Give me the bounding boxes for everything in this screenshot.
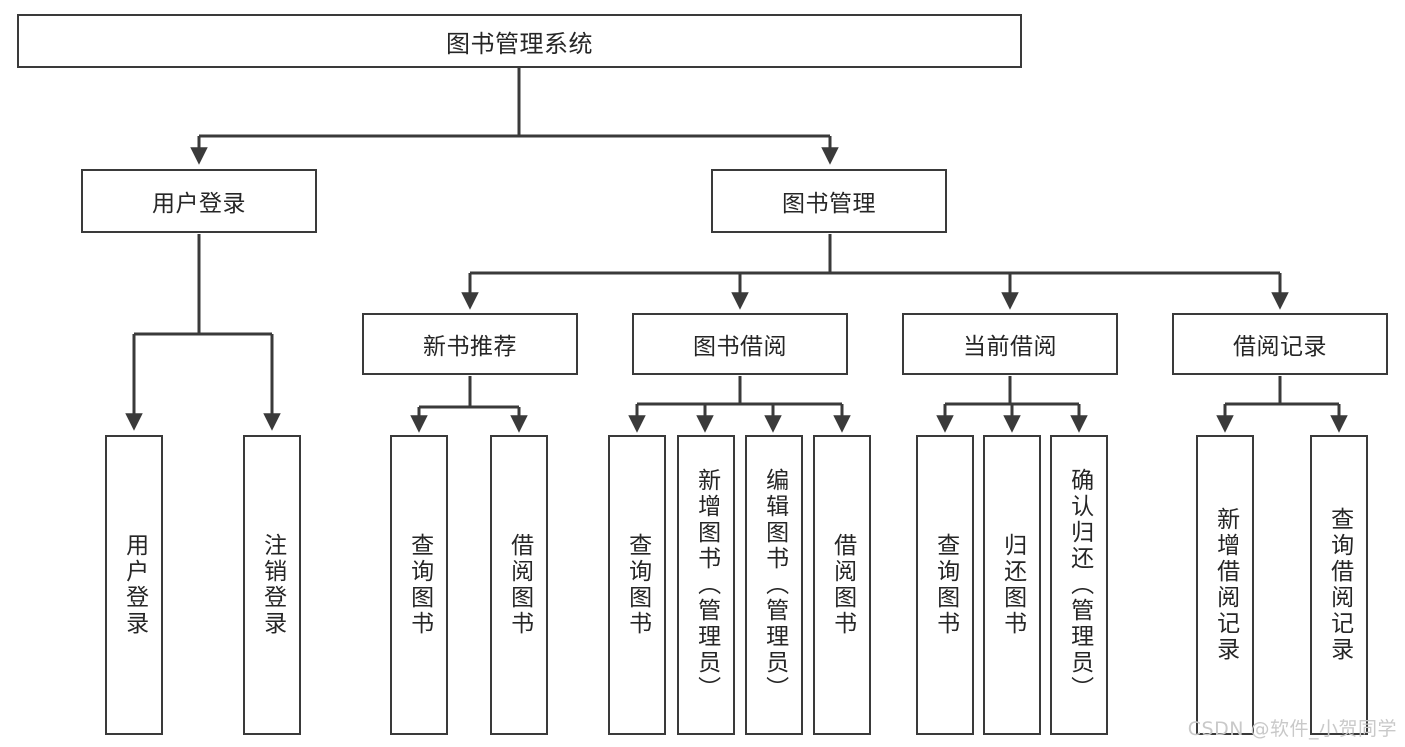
leaf-book-borrow-2-label: 新增图书（管理员） bbox=[693, 468, 720, 702]
leaf-user-login-2-label: 注销登录 bbox=[259, 533, 286, 637]
node-borrow-record-label: 借阅记录 bbox=[1233, 334, 1327, 360]
leaf-user-login-1[interactable]: 用户登录 bbox=[105, 435, 163, 735]
leaf-user-login-2[interactable]: 注销登录 bbox=[243, 435, 301, 735]
leaf-current-borrow-2-label: 归还图书 bbox=[999, 533, 1026, 637]
leaf-new-book-2[interactable]: 借阅图书 bbox=[490, 435, 548, 735]
leaf-current-borrow-3-label: 确认归还（管理员） bbox=[1066, 468, 1093, 702]
leaf-book-borrow-3-label: 编辑图书（管理员） bbox=[761, 468, 788, 702]
leaf-current-borrow-1-label: 查询图书 bbox=[932, 533, 959, 637]
node-root[interactable]: 图书管理系统 bbox=[17, 14, 1022, 68]
node-book-management[interactable]: 图书管理 bbox=[711, 169, 947, 233]
node-book-borrow[interactable]: 图书借阅 bbox=[632, 313, 848, 375]
leaf-book-borrow-4[interactable]: 借阅图书 bbox=[813, 435, 871, 735]
node-borrow-record[interactable]: 借阅记录 bbox=[1172, 313, 1388, 375]
node-current-borrow-label: 当前借阅 bbox=[963, 334, 1057, 360]
leaf-new-book-1-label: 查询图书 bbox=[406, 533, 433, 637]
leaf-current-borrow-1[interactable]: 查询图书 bbox=[916, 435, 974, 735]
node-new-book-recommend[interactable]: 新书推荐 bbox=[362, 313, 578, 375]
leaf-borrow-record-2-label: 查询借阅记录 bbox=[1326, 507, 1353, 663]
node-new-book-recommend-label: 新书推荐 bbox=[423, 334, 517, 360]
leaf-current-borrow-2[interactable]: 归还图书 bbox=[983, 435, 1041, 735]
node-user-login-label: 用户登录 bbox=[152, 191, 246, 217]
leaf-borrow-record-2[interactable]: 查询借阅记录 bbox=[1310, 435, 1368, 735]
node-book-management-label: 图书管理 bbox=[782, 191, 876, 217]
leaf-user-login-1-label: 用户登录 bbox=[121, 533, 148, 637]
node-root-label: 图书管理系统 bbox=[446, 29, 593, 58]
leaf-book-borrow-1[interactable]: 查询图书 bbox=[608, 435, 666, 735]
leaf-current-borrow-3[interactable]: 确认归还（管理员） bbox=[1050, 435, 1108, 735]
leaf-borrow-record-1[interactable]: 新增借阅记录 bbox=[1196, 435, 1254, 735]
leaf-book-borrow-2[interactable]: 新增图书（管理员） bbox=[677, 435, 735, 735]
node-current-borrow[interactable]: 当前借阅 bbox=[902, 313, 1118, 375]
leaf-book-borrow-1-label: 查询图书 bbox=[624, 533, 651, 637]
leaf-book-borrow-3[interactable]: 编辑图书（管理员） bbox=[745, 435, 803, 735]
leaf-borrow-record-1-label: 新增借阅记录 bbox=[1212, 507, 1239, 663]
leaf-book-borrow-4-label: 借阅图书 bbox=[829, 533, 856, 637]
node-user-login[interactable]: 用户登录 bbox=[81, 169, 317, 233]
node-book-borrow-label: 图书借阅 bbox=[693, 334, 787, 360]
leaf-new-book-1[interactable]: 查询图书 bbox=[390, 435, 448, 735]
leaf-new-book-2-label: 借阅图书 bbox=[506, 533, 533, 637]
